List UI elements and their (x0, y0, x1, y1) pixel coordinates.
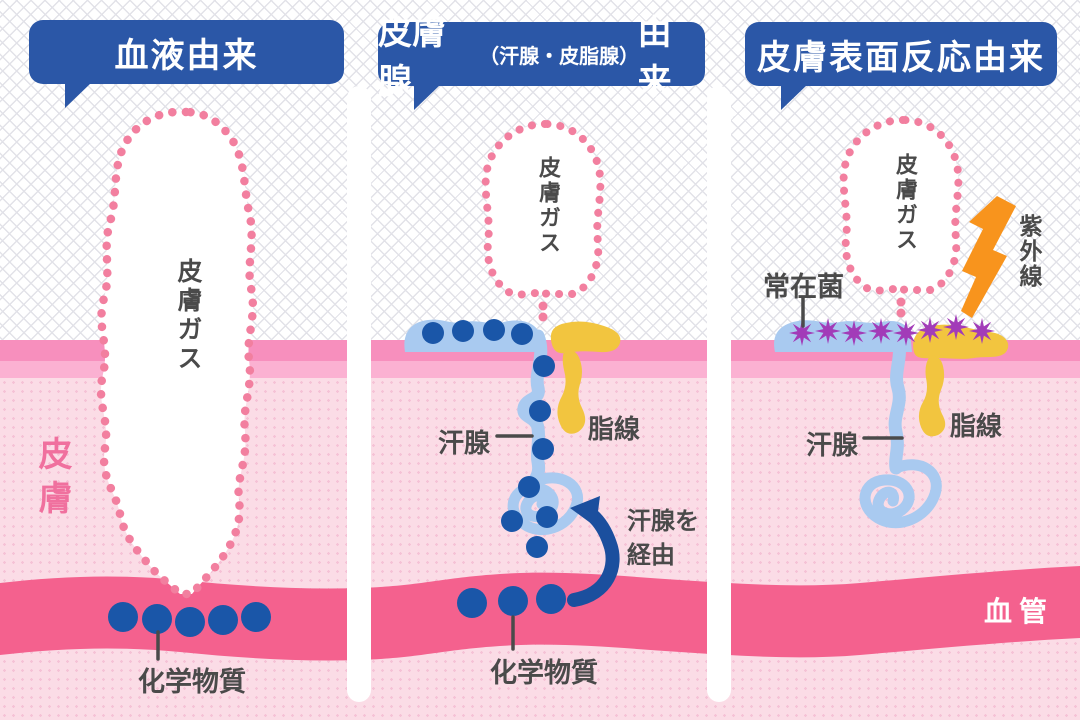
panel2-chemical-label: 化学物質 (490, 658, 598, 689)
sweat-gland-panel2 (404, 319, 583, 558)
panel2-sweat-gland-label: 汗腺 (438, 429, 491, 459)
uv-lightning-icon (961, 196, 1016, 318)
panel3-uv-label: 紫外線 (1015, 214, 1041, 289)
panel3-sweat-gland-label: 汗腺 (806, 431, 859, 461)
panel1-chemical-label: 化学物質 (138, 667, 246, 698)
gas-plume (96, 107, 258, 599)
panel3-skin-gas-label: 皮膚ガス (892, 153, 917, 253)
panel2-title-suffix: 由来 (637, 13, 672, 102)
panel3-vessel-label: 血管 (984, 595, 1055, 628)
via-sweat-gland-arrow (567, 496, 620, 607)
sweat-gland-panel3 (774, 320, 942, 529)
panel2-sebaceous-gland-label: 脂線 (588, 415, 641, 445)
panel2-via-sweat-gland-label: 汗腺を 経由 (627, 505, 699, 572)
panel2-title-paren: （汗腺・皮脂腺） (479, 43, 640, 68)
panel1-title-bubble: 血液由来 (29, 20, 344, 108)
panel-divider-1 (347, 86, 371, 702)
blood-vessel (0, 566, 1080, 661)
panel1-title: 血液由来 (114, 35, 259, 76)
panel3-sebaceous-gland-label: 脂線 (950, 412, 1003, 442)
chemical-dots-panel1 (108, 602, 271, 637)
panel2-skin-gas-label: 皮膚ガス (535, 156, 560, 256)
panel2-title-main: 皮膚腺 (378, 13, 446, 102)
panel2-title-bubble: 皮膚腺 （汗腺・皮脂腺）由来 (378, 13, 705, 110)
gas-balloon-panel2 (486, 124, 601, 322)
via-line2: 経由 (627, 540, 675, 569)
panel3-bacteria-label: 常在菌 (763, 272, 844, 303)
panel3-title-bubble: 皮膚表面反応由来 (745, 22, 1057, 110)
label-leader-lines (156, 296, 904, 661)
chemical-dots-panel2 (457, 584, 566, 618)
panel-divider-2 (707, 86, 731, 702)
panel3-title: 皮膚表面反応由来 (757, 37, 1045, 78)
gas-balloon-panel3 (844, 120, 959, 318)
panel1-skin-label: 皮膚 (32, 436, 72, 524)
panel1-skin-gas-label: 皮膚ガス (174, 258, 203, 374)
via-line1: 汗腺を (627, 507, 699, 535)
sebaceous-gland-panel2 (550, 321, 621, 434)
